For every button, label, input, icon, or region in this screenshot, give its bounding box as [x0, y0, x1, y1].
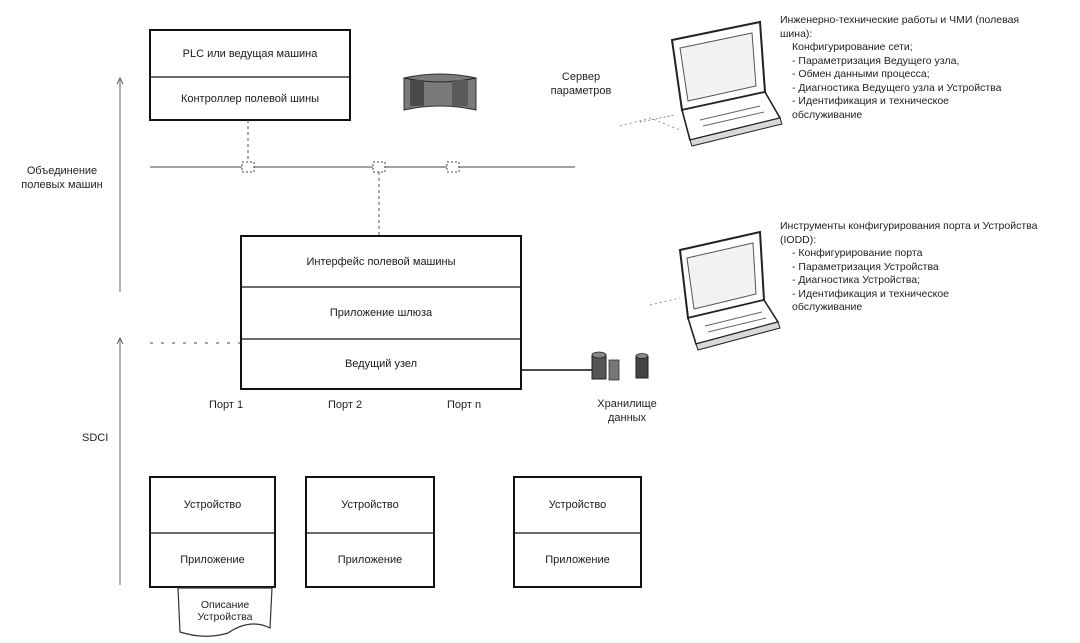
device-box-1 [149, 476, 276, 588]
port-tools-panel: Инструменты конфигурирования порта и Уст… [780, 220, 1070, 315]
port-2-label: Порт 2 [328, 399, 363, 411]
master-label: Ведущий узел [344, 358, 418, 370]
device-description-label: Описание Устройства [197, 599, 253, 623]
plc-label: PLC или ведущая машина [182, 47, 318, 60]
gateway-box [240, 235, 522, 390]
bus-node-2 [372, 161, 386, 173]
engineering-panel-list: Конфигурирование сети; - Параметризация … [780, 41, 1075, 122]
port-1-label: Порт 1 [209, 399, 244, 411]
device-2-app-label: Приложение [337, 554, 403, 566]
bus-node-3 [446, 161, 460, 173]
bus-node-1 [241, 161, 255, 173]
gateway-application-label: Приложение шлюза [329, 307, 433, 319]
device-box-3 [513, 476, 642, 588]
port-tools-panel-list: - Конфигурирование порта - Параметризаци… [780, 247, 1070, 315]
list-item: - Конфигурирование порта [792, 247, 923, 259]
fieldbus-union-label: Объединение полевых машин [21, 165, 103, 191]
device-description-doc [177, 587, 273, 637]
engineering-panel-title: Инженерно-технические работы и ЧМИ (поле… [780, 14, 1020, 40]
parameter-server-icon [403, 73, 477, 111]
device-box-2 [305, 476, 435, 588]
fieldbus-controller-label: Контроллер полевой шины [180, 92, 320, 105]
list-item: - Параметризация Ведущего узла, [792, 54, 960, 67]
engineering-panel: Инженерно-технические работы и ЧМИ (поле… [780, 14, 1075, 122]
fieldbus-interface-label: Интерфейс полевой машины [306, 255, 456, 268]
device-3-app-label: Приложение [545, 554, 610, 566]
list-item: - Диагностика Ведущего узла и Устройства [792, 81, 1002, 94]
port-n-label: Порт n [447, 399, 482, 411]
data-storage-icon [591, 351, 649, 381]
sdci-label: SDCI [82, 432, 109, 444]
device-1-label: Устройство [183, 499, 242, 511]
parameter-server-label: Сервер параметров [550, 71, 612, 97]
list-item: - Диагностика Устройства; [792, 274, 921, 286]
laptop-engineering-icon [619, 20, 783, 147]
device-2-label: Устройство [341, 499, 399, 511]
laptop-port-tools-icon [649, 230, 781, 351]
data-storage-label: Хранилище данных [597, 398, 657, 424]
device-1-app-label: Приложение [180, 554, 245, 566]
device-3-label: Устройство [548, 499, 607, 511]
list-item: - Идентификация и техническое обслуживан… [792, 95, 949, 121]
port-tools-panel-title: Инструменты конфигурирования порта и Уст… [780, 220, 1038, 246]
list-item: Конфигурирование сети; [792, 41, 913, 53]
list-item: - Обмен данными процесса; [792, 68, 930, 80]
list-item: - Идентификация и техническое обслуживан… [792, 287, 949, 314]
list-item: - Параметризация Устройства [792, 260, 939, 273]
plc-box [149, 29, 351, 121]
